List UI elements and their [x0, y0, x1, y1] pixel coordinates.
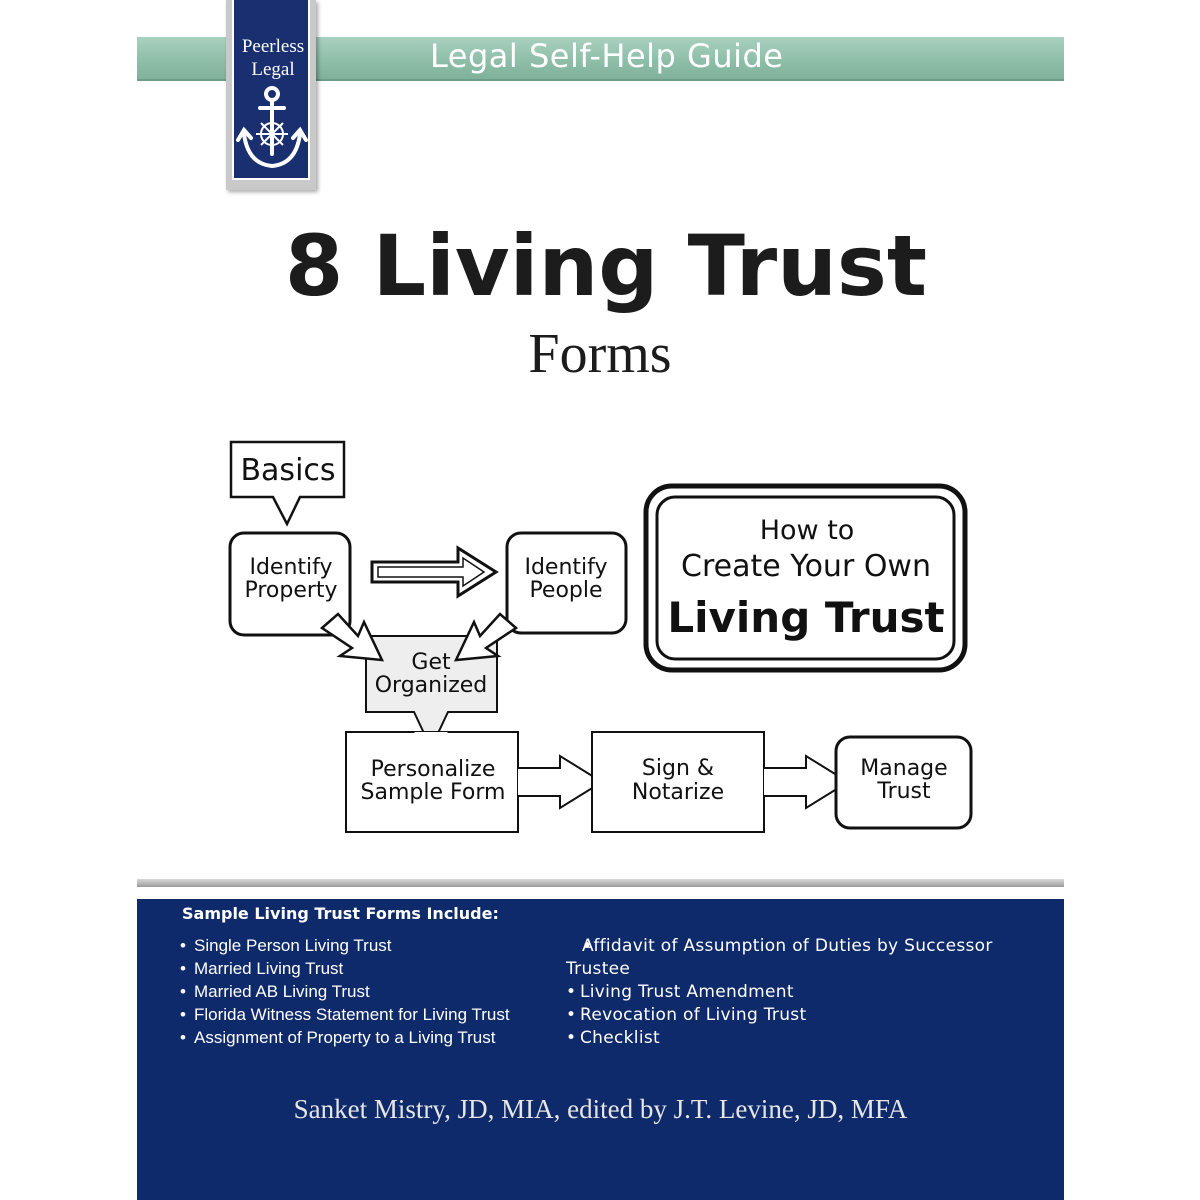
list-item: Assignment of Property to a Living Trust: [180, 1026, 560, 1049]
list-item: Married Living Trust: [180, 957, 560, 980]
forms-heading: Sample Living Trust Forms Include:: [182, 904, 499, 923]
personalize-box: Personalize Sample Form: [345, 731, 519, 833]
identify-property-box: Identify Property: [228, 531, 352, 637]
logo-panel: Peerless Legal: [232, 0, 310, 180]
manage-line2: Trust: [876, 779, 931, 804]
logo-text-line1: Peerless: [241, 36, 305, 57]
anchor-icon: [236, 86, 308, 169]
get-organized-box: Get Organized: [365, 635, 498, 751]
identify-property-line1: Identify: [249, 555, 332, 580]
list-item: Affidavit of Assumption of Duties by Suc…: [566, 935, 1026, 981]
basics-callout: Basics: [229, 440, 346, 527]
callout-line3: Living Trust: [667, 593, 944, 642]
section-divider: [137, 879, 1064, 887]
sign-notarize-box: Sign & Notarize: [591, 731, 765, 833]
forms-list-right: Affidavit of Assumption of Duties by Suc…: [566, 935, 1026, 1050]
arrow-right-icon: [370, 545, 499, 599]
basics-label: Basics: [240, 453, 335, 488]
how-to-callout: How to Create Your Own Living Trust: [643, 483, 968, 673]
get-organized-line2: Organized: [375, 673, 488, 698]
identify-people-line1: Identify: [524, 555, 607, 580]
personalize-line1: Personalize: [371, 757, 496, 782]
manage-line1: Manage: [860, 756, 947, 781]
list-item: Single Person Living Trust: [180, 934, 560, 957]
identify-people-line2: People: [529, 578, 602, 603]
arrow-diagonal-icon: [453, 612, 519, 662]
book-subtitle: Forms: [528, 323, 672, 385]
get-organized-line1: Get: [411, 650, 451, 675]
arrow-right-icon: [518, 754, 604, 810]
identify-property-line2: Property: [244, 578, 337, 603]
logo-text-line2: Legal: [251, 59, 295, 80]
forms-list-left: Single Person Living Trust Married Livin…: [180, 934, 560, 1049]
callout-line2: Create Your Own: [681, 549, 931, 584]
list-item: Living Trust Amendment: [566, 981, 1026, 1004]
identify-people-box: Identify People: [505, 531, 628, 635]
author-credit: Sanket Mistry, JD, MIA, edited by J.T. L…: [293, 1094, 908, 1124]
list-item: Revocation of Living Trust: [566, 1004, 1026, 1027]
publisher-logo: Peerless Legal: [226, 0, 316, 190]
manage-trust-box: Manage Trust: [834, 735, 973, 830]
arrow-diagonal-icon: [319, 612, 385, 662]
book-title: 8 Living Trust: [284, 217, 928, 315]
sign-line1: Sign &: [642, 756, 714, 781]
callout-line1: How to: [760, 515, 855, 546]
list-item: Married AB Living Trust: [180, 980, 560, 1003]
list-item: Florida Witness Statement for Living Tru…: [180, 1003, 560, 1026]
personalize-line2: Sample Form: [361, 780, 506, 805]
sign-line2: Notarize: [632, 780, 724, 805]
list-item: Checklist: [566, 1027, 1026, 1050]
series-label: Legal Self-Help Guide: [430, 37, 784, 75]
